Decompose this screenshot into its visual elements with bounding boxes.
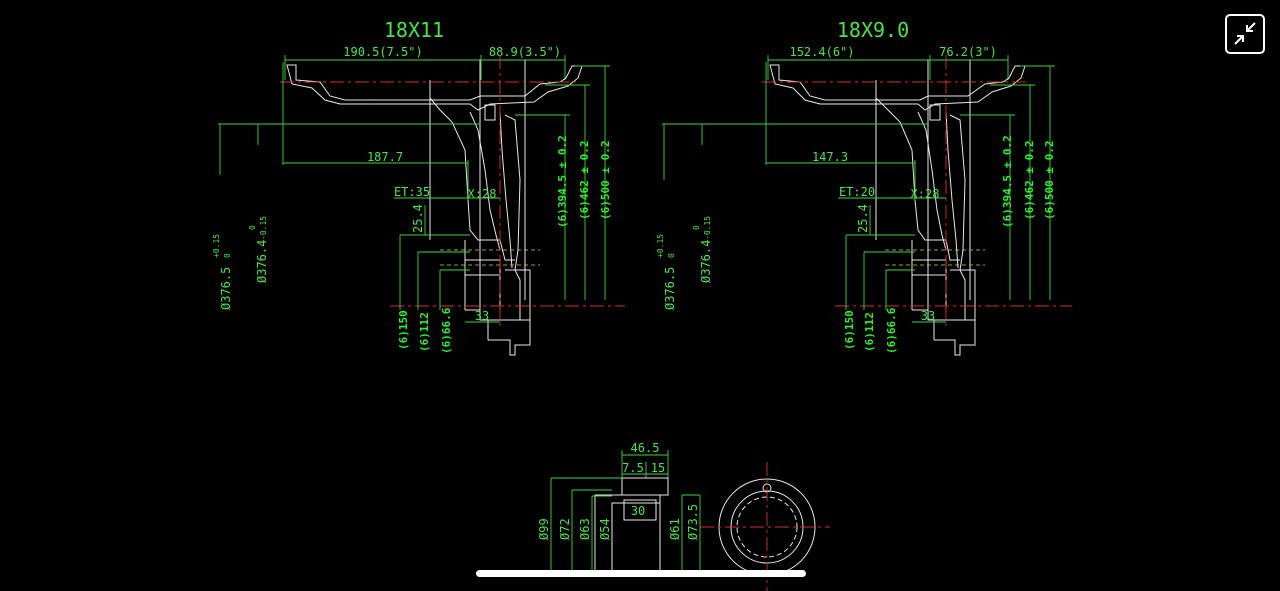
right-dia-a-tol-lower: 0 xyxy=(667,253,676,258)
right-et-dim: ET:20 xyxy=(839,185,875,199)
left-dia-b-tol-upper: 0 xyxy=(248,225,257,230)
right-dia-a-tol-upper: +0.15 xyxy=(656,234,665,258)
left-vert-dim-5: (6)462 ± 0.2 xyxy=(578,141,591,220)
detail-dia-73: Ø73.5 xyxy=(686,504,700,540)
right-hub-dim: 33 xyxy=(921,309,935,323)
left-dia-b-tol-lower: -0.15 xyxy=(259,216,268,240)
left-dia-b: Ø376.4 xyxy=(255,240,269,283)
detail-dia-61: Ø61 xyxy=(668,518,682,540)
left-vert-dim-3: (6)66.6 xyxy=(440,307,453,354)
right-step-dim: 25.4 xyxy=(856,204,870,233)
right-dia-b-tol-lower: -0.15 xyxy=(703,216,712,240)
right-wheel-section: 18X9.0 152.4(6") 76.2(3") 147.3 ET:20 X:… xyxy=(656,18,1072,356)
right-vert-dim-3: (6)66.6 xyxy=(885,307,898,354)
right-view-title: 18X9.0 xyxy=(837,18,909,42)
detail-dia-54: Ø54 xyxy=(598,518,612,540)
right-dia-a: Ø376.5 xyxy=(663,267,677,310)
detail-inner-width: 30 xyxy=(631,504,645,518)
right-vert-dim-6: (6)500 ± 0.2 xyxy=(1043,141,1056,220)
left-vert-dim-6: (6)500 ± 0.2 xyxy=(599,141,612,220)
right-vert-dim-1: (6)150 xyxy=(843,310,856,350)
detail-dia-72: Ø72 xyxy=(558,518,572,540)
left-dia-a: Ø376.5 xyxy=(219,267,233,310)
left-step-dim: 25.4 xyxy=(411,204,425,233)
left-vert-dim-2: (6)112 xyxy=(418,312,431,352)
home-indicator-bar[interactable] xyxy=(476,570,806,577)
left-x-dim: X:28 xyxy=(468,187,497,201)
detail-width-b: 15 xyxy=(651,461,665,475)
hub-detail-section: 46.5 7.5 15 30 Ø99 Ø72 Ø63 Ø54 Ø61 Ø73.5 xyxy=(537,441,830,591)
right-vert-dim-5: (6)462 ± 0.2 xyxy=(1023,141,1036,220)
left-vert-dim-1: (6)150 xyxy=(397,310,410,350)
left-top-dim-left: 190.5(7.5") xyxy=(343,45,422,59)
right-x-dim: X:28 xyxy=(911,187,940,201)
detail-width-total: 46.5 xyxy=(631,441,660,455)
right-top-dim-right: 76.2(3") xyxy=(939,45,997,59)
detail-dia-outer: Ø99 xyxy=(537,518,551,540)
detail-width-a: 7.5 xyxy=(622,461,644,475)
right-dia-b-tol-upper: 0 xyxy=(692,225,701,230)
right-offset-dim: 147.3 xyxy=(812,150,848,164)
detail-dia-63: Ø63 xyxy=(578,518,592,540)
left-et-dim: ET:35 xyxy=(394,185,430,199)
left-hub-dim: 33 xyxy=(475,309,489,323)
left-wheel-section: 18X11 190.5(7.5") 88.9(3.5") 187.7 xyxy=(212,18,625,356)
left-view-title: 18X11 xyxy=(384,18,444,42)
right-top-dim-left: 152.4(6") xyxy=(789,45,854,59)
right-dia-b: Ø376.4 xyxy=(699,240,713,283)
left-dia-a-tol-lower: 0 xyxy=(223,253,232,258)
left-offset-dim: 187.7 xyxy=(367,150,403,164)
right-vert-dim-2: (6)112 xyxy=(863,312,876,352)
exit-fullscreen-button[interactable] xyxy=(1225,14,1265,54)
right-vert-dim-4: (6)394.5 ± 0.2 xyxy=(1001,135,1014,228)
arrows-collapse-icon xyxy=(1234,22,1256,45)
left-top-dim-right: 88.9(3.5") xyxy=(489,45,561,59)
left-vert-dim-4: (6)394.5 ± 0.2 xyxy=(556,135,569,228)
left-dia-a-tol-upper: +0.15 xyxy=(212,234,221,258)
